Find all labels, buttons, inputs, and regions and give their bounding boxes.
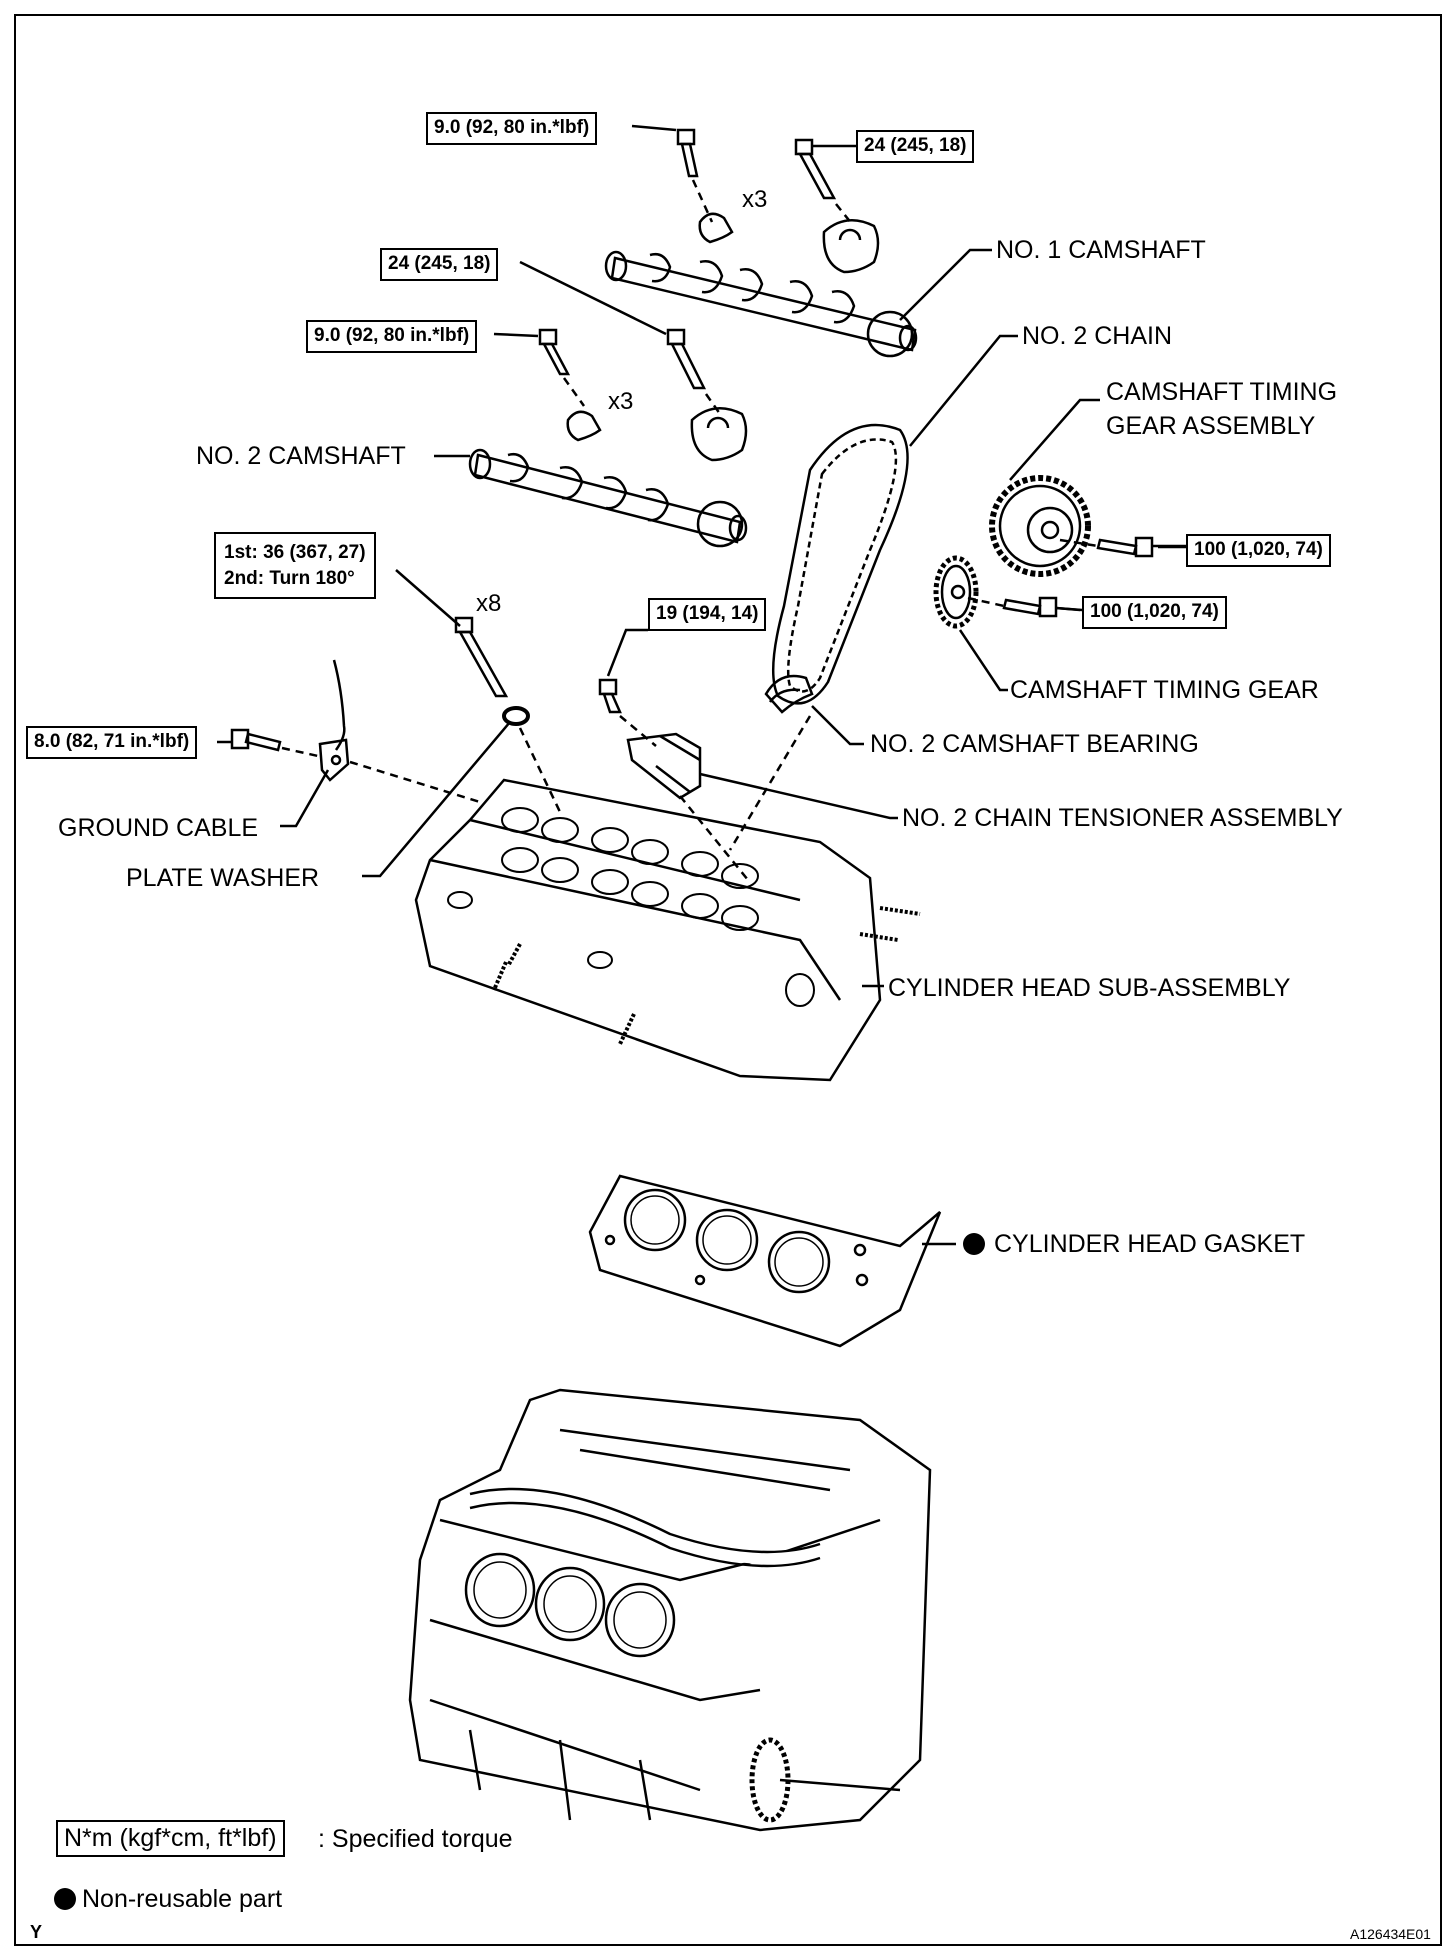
no2-camshaft-shape bbox=[468, 448, 748, 548]
figure-id: A126434E01 bbox=[1350, 1926, 1431, 1942]
no1-camshaft-shape bbox=[604, 250, 918, 358]
label-timing-gear: CAMSHAFT TIMING GEAR bbox=[1010, 676, 1319, 704]
qty-x3-upper: x3 bbox=[742, 186, 768, 213]
head-gasket-nonreusable-mark bbox=[963, 1233, 985, 1255]
qty-x8: x8 bbox=[476, 590, 502, 617]
engine-block-shape bbox=[408, 1388, 932, 1832]
torque-ground-bolt: 8.0 (82, 71 in.*lbf) bbox=[26, 726, 198, 759]
label-timing-gear-assy-line2: GEAR ASSEMBLY bbox=[1106, 412, 1316, 440]
label-no1-camshaft: NO. 1 CAMSHAFT bbox=[996, 236, 1206, 264]
tensioner-bolt bbox=[598, 678, 657, 747]
nonreusable-dot-icon bbox=[54, 1888, 76, 1910]
legend-torque-unit: N*m (kgf*cm, ft*lbf) bbox=[56, 1820, 285, 1857]
ground-cable-shape bbox=[318, 659, 481, 804]
corner-mark-left: Y bbox=[30, 1922, 43, 1942]
chain-tensioner-shape bbox=[626, 732, 702, 800]
label-timing-gear-assy-line1: CAMSHAFT TIMING bbox=[1106, 378, 1338, 406]
torque-cam-cap-bolt-no2: 9.0 (92, 80 in.*lbf) bbox=[306, 320, 478, 353]
head-gasket-shape bbox=[588, 1174, 942, 1348]
label-head-gasket: CYLINDER HEAD GASKET bbox=[994, 1230, 1306, 1258]
cylinder-head-shape bbox=[414, 778, 921, 1082]
no2-chain-shape bbox=[771, 423, 909, 705]
label-no2-cam-bearing: NO. 2 CAMSHAFT BEARING bbox=[870, 730, 1199, 758]
torque-head-bolt: 1st: 36 (367, 27) 2nd: Turn 180° bbox=[214, 532, 376, 600]
torque-cam-front-bolt-no2: 24 (245, 18) bbox=[380, 248, 499, 281]
head-bolt-leader bbox=[395, 569, 461, 627]
torque-timing-gear-assy-bolt: 100 (1,020, 74) bbox=[1186, 534, 1331, 567]
torque-cam-front-bolt-no1: 24 (245, 18) bbox=[856, 130, 975, 163]
torque-timing-gear-bolt: 100 (1,020, 74) bbox=[1082, 596, 1227, 629]
plate-washer-leader bbox=[362, 721, 511, 878]
legend-nonreusable: Non-reusable part bbox=[54, 1885, 282, 1914]
label-cylinder-head: CYLINDER HEAD SUB-ASSEMBLY bbox=[888, 974, 1291, 1002]
no2-chain-leader bbox=[909, 334, 1018, 447]
chain-tensioner-leader bbox=[699, 772, 898, 820]
tensioner-bolt-leader bbox=[606, 628, 640, 677]
torque-head-bolt-line2: 2nd: Turn 180° bbox=[224, 567, 355, 589]
ground-bolt bbox=[230, 728, 319, 758]
label-no2-chain-tensioner: NO. 2 CHAIN TENSIONER ASSEMBLY bbox=[902, 804, 1343, 832]
label-ground-cable: GROUND CABLE bbox=[58, 814, 259, 842]
cam-cap-bolt-upper bbox=[676, 128, 734, 244]
timing-gear-assembly-leader bbox=[1009, 398, 1100, 481]
qty-x3-lower: x3 bbox=[608, 388, 634, 415]
timing-gear-assembly-shape bbox=[989, 475, 1091, 577]
torque-cam-cap-bolt-no1: 9.0 (92, 80 in.*lbf) bbox=[426, 112, 598, 145]
no1-camshaft-leader bbox=[899, 248, 992, 321]
torque-tensioner-bolt: 19 (194, 14) bbox=[648, 598, 767, 631]
timing-gear-shape bbox=[933, 555, 979, 629]
torque-head-bolt-line1: 1st: 36 (367, 27) bbox=[224, 542, 366, 563]
cam-bearing-shape bbox=[764, 674, 814, 714]
head-bolt bbox=[454, 616, 562, 813]
cam-cap-bolt-lower bbox=[538, 328, 602, 442]
legend-torque-desc: : Specified torque bbox=[318, 1825, 513, 1853]
cam-front-bolt-lower bbox=[666, 328, 748, 462]
label-no2-camshaft: NO. 2 CAMSHAFT bbox=[196, 442, 406, 470]
ground-cable-leader bbox=[280, 769, 330, 828]
diagram-frame bbox=[14, 14, 1442, 1946]
label-no2-chain: NO. 2 CHAIN bbox=[1022, 322, 1173, 350]
legend-nonreusable-text: Non-reusable part bbox=[82, 1885, 283, 1913]
cam-bearing-leader bbox=[811, 705, 864, 746]
timing-gear-leader bbox=[958, 629, 1008, 692]
label-plate-washer: PLATE WASHER bbox=[126, 864, 320, 892]
